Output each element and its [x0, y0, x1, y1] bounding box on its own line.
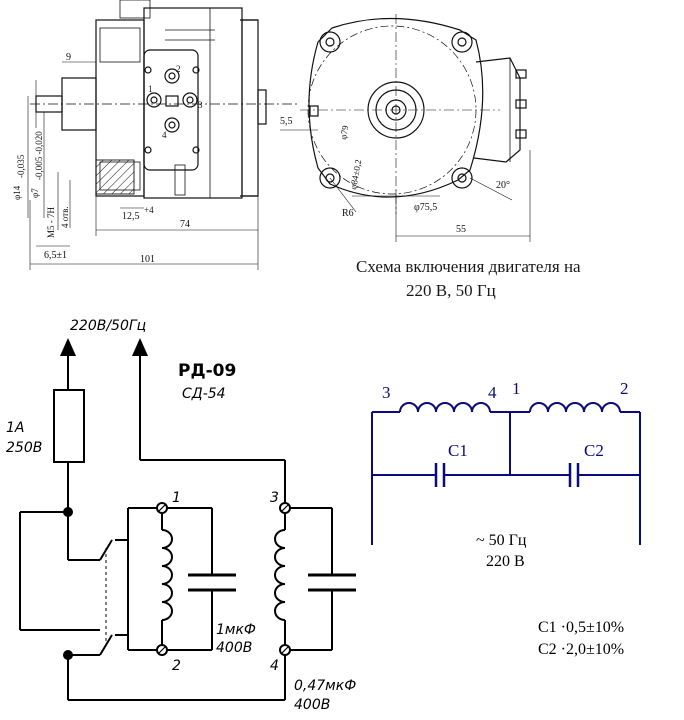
- rs-spec-c2: C2 ·2,0±10%: [538, 641, 624, 658]
- dim-79: φ79: [338, 124, 350, 140]
- rs-terminal-1: 1: [512, 379, 521, 398]
- dim-84: φ84±0,2: [348, 159, 363, 191]
- dim-20: 20°: [496, 180, 510, 191]
- motor-side-view: [27, 0, 300, 270]
- fuse: [53, 389, 85, 463]
- fuse-voltage: 250В: [6, 440, 42, 456]
- dim-r6: R6: [342, 208, 354, 219]
- dim-14: φ14: [12, 185, 22, 200]
- dim-7: φ7: [30, 188, 40, 198]
- rs-c1-label: C1: [448, 441, 468, 460]
- caption-line1: Схема включения двигателя на: [356, 257, 581, 276]
- rs-c2-label: C2: [584, 441, 604, 460]
- dim-74: 74: [180, 219, 190, 230]
- term-2: 2: [176, 64, 181, 74]
- fuse-current: 1А: [6, 420, 24, 436]
- right-schematic: [371, 402, 641, 545]
- dim-6-5: 6,5±1: [44, 250, 67, 261]
- rs-terminal-3: 3: [382, 383, 391, 402]
- dim-m5: M5 - 7H: [46, 207, 56, 238]
- term-4: 4: [162, 130, 167, 140]
- dim-55: 55: [456, 224, 466, 235]
- left-schematic: [19, 338, 356, 701]
- rs-frequency: ~ 50 Гц: [476, 532, 527, 549]
- dim-9: 9: [66, 52, 71, 63]
- dim-12-5-tol: +4: [144, 205, 154, 215]
- term-1: 1: [148, 84, 153, 94]
- cap2-value: 0,47мкФ: [294, 678, 356, 694]
- terminal-block: [144, 66, 200, 154]
- motor-front-view: [280, 14, 531, 242]
- model-alt-label: СД-54: [182, 386, 226, 402]
- winding-1-2: [529, 402, 621, 413]
- caption-line2: 220 В, 50 Гц: [406, 281, 496, 300]
- dim-7-tol: -0,005 -0,020: [34, 131, 44, 180]
- dim-5-5: 5,5: [280, 116, 293, 127]
- dim-101: 101: [140, 254, 155, 265]
- rs-voltage: 220 В: [486, 553, 525, 570]
- model-label: РД-09: [178, 361, 236, 381]
- terminal-1-label: 1: [172, 490, 181, 506]
- supply-label: 220В/50Гц: [70, 318, 146, 334]
- rs-spec-c1: C1 ·0,5±10%: [538, 619, 624, 636]
- coil-a: [161, 529, 173, 621]
- rs-terminal-2: 2: [620, 379, 629, 398]
- coil-b: [274, 529, 286, 621]
- cap1-value: 1мкФ: [216, 622, 256, 638]
- terminal-4-label: 4: [270, 658, 279, 674]
- dim-14-tol: -0,035: [16, 154, 26, 178]
- cap2-voltage: 400В: [294, 697, 330, 713]
- cap1-voltage: 400В: [216, 640, 252, 656]
- dim-4otv: 4 отв.: [60, 206, 70, 228]
- term-3: 3: [198, 100, 203, 110]
- mount-holes: [319, 31, 473, 189]
- rs-terminal-4: 4: [488, 383, 497, 402]
- dim-75-5: φ75,5: [414, 202, 437, 213]
- winding-3-4: [399, 402, 491, 413]
- terminal-2-label: 2: [172, 658, 181, 674]
- terminal-3-label: 3: [270, 490, 279, 506]
- dim-12-5: 12,5: [122, 211, 140, 222]
